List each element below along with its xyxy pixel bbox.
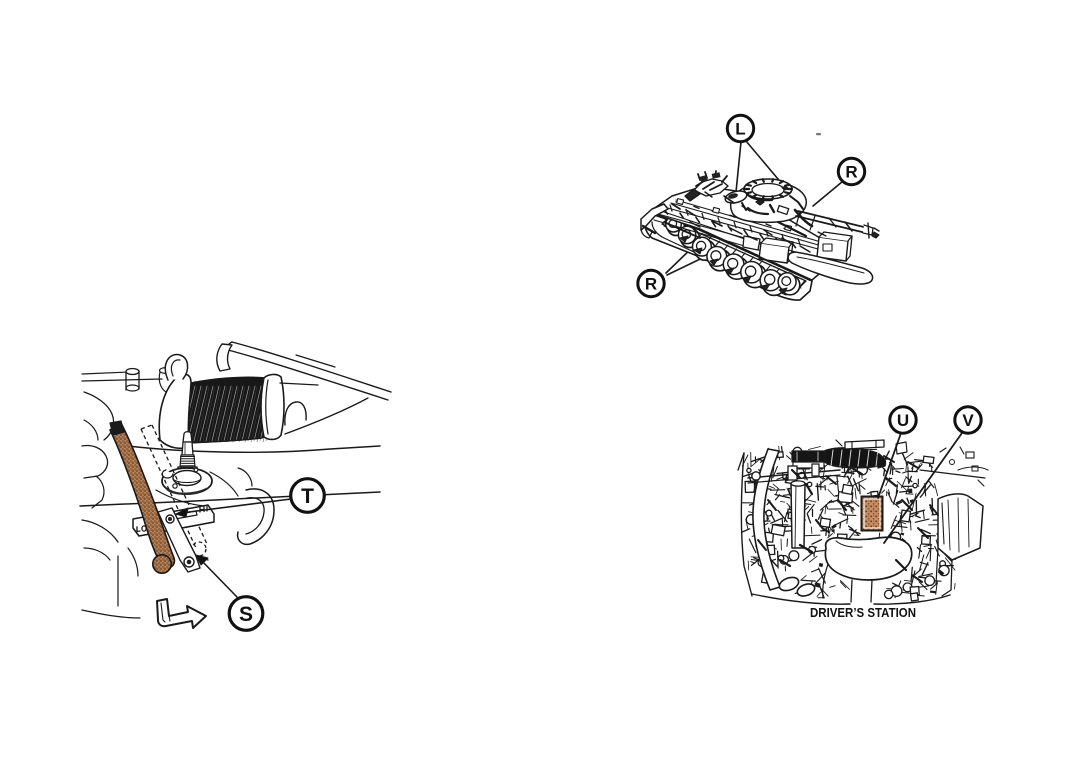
svg-text:L: L — [735, 120, 745, 139]
svg-text:R: R — [845, 163, 857, 182]
svg-text:DRIVER’S STATION: DRIVER’S STATION — [810, 605, 916, 620]
svg-text:U: U — [897, 411, 909, 430]
svg-text:S: S — [239, 603, 253, 626]
svg-text:R: R — [645, 275, 657, 294]
svg-text:T: T — [301, 485, 314, 508]
svg-text:V: V — [962, 411, 974, 430]
